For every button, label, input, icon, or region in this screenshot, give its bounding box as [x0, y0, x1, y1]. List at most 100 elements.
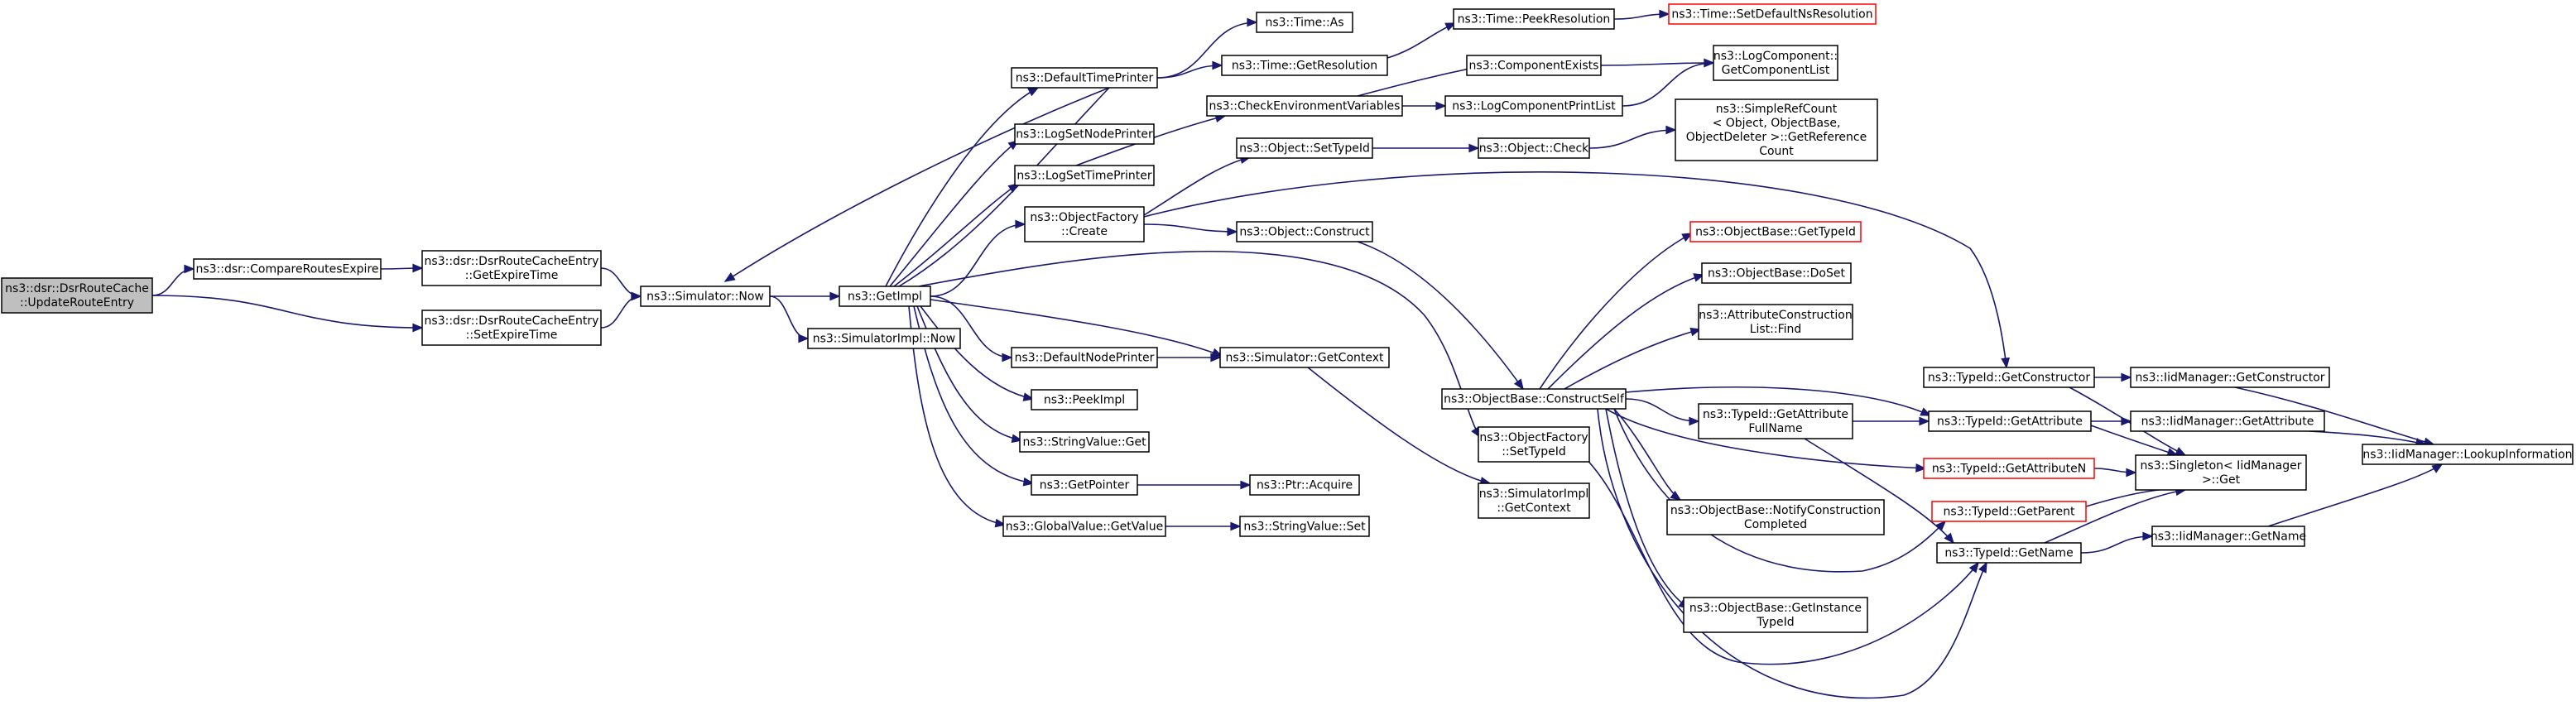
node-stringValueSet[interactable]: ns3::StringValue::Set	[1239, 516, 1370, 537]
node-objectFactoryCreate[interactable]: ns3::ObjectFactory::Create	[1024, 206, 1145, 242]
edge-line	[1605, 408, 1926, 469]
node-label: ns3::GetImpl	[848, 290, 922, 303]
node-label: ns3::SimulatorImpl	[1479, 487, 1589, 501]
edge-objectSetTypeId-to-objectCheck	[1372, 143, 1480, 153]
node-objectBaseGetTypeId[interactable]: ns3::ObjectBase::GetTypeId	[1689, 221, 1862, 242]
node-checkEnvVars[interactable]: ns3::CheckEnvironmentVariables	[1206, 95, 1403, 117]
edge-line	[885, 87, 1039, 287]
edge-arrowhead	[2121, 372, 2132, 382]
node-peekImpl[interactable]: ns3::PeekImpl	[1031, 389, 1138, 410]
node-setExpireTime[interactable]: ns3::dsr::DsrRouteCacheEntry::SetExpireT…	[421, 310, 602, 346]
node-singletonGet[interactable]: ns3::Singleton< IidManager>::Get	[2135, 454, 2307, 491]
edge-timePeekResolution-to-setDefaultNsResolution	[1613, 9, 1670, 20]
node-typeIdGetParent[interactable]: ns3::TypeId::GetParent	[1931, 501, 2087, 522]
node-simulatorImplGetContext[interactable]: ns3::SimulatorImpl::GetContext	[1478, 482, 1590, 519]
node-simpleRefCount[interactable]: ns3::SimpleRefCount< Object, ObjectBase,…	[1675, 98, 1878, 161]
node-getImpl[interactable]: ns3::GetImpl	[839, 286, 931, 307]
node-componentExists[interactable]: ns3::ComponentExists	[1466, 55, 1602, 76]
node-label: TypeId	[1756, 616, 1794, 629]
node-label: ns3::StringValue::Set	[1243, 520, 1366, 533]
node-timeAs[interactable]: ns3::Time::As	[1256, 12, 1353, 33]
call-graph-nodes: ns3::dsr::DsrRouteCache::UpdateRouteEntr…	[1, 3, 2574, 633]
node-simulatorGetContext[interactable]: ns3::Simulator::GetContext	[1219, 347, 1390, 368]
node-typeIdGetAttribute[interactable]: ns3::TypeId::GetAttribute	[1928, 410, 2092, 432]
edge-arrowhead	[1247, 17, 1258, 27]
edge-arrowhead	[1022, 477, 1035, 487]
node-typeIdGetAttributeN[interactable]: ns3::TypeId::GetAttributeN	[1923, 458, 2095, 479]
node-simulatorImplNow[interactable]: ns3::SimulatorImpl::Now	[807, 328, 961, 349]
node-constructSelf[interactable]: ns3::ObjectBase::ConstructSelf	[1441, 388, 1627, 410]
edge-line	[1143, 223, 1238, 233]
edge-arrowhead	[1230, 521, 1242, 531]
edge-arrowhead	[1693, 273, 1705, 282]
node-box	[1478, 137, 1590, 159]
node-box	[1698, 304, 1853, 340]
node-logComponentPrintList[interactable]: ns3::LogComponentPrintList	[1444, 95, 1623, 117]
node-typeIdGetName[interactable]: ns3::TypeId::GetName	[1936, 542, 2082, 564]
call-graph-edges	[151, 9, 2444, 699]
edge-constructSelf-to-objectBaseGetTypeId	[1539, 233, 1694, 390]
node-label: ns3::dsr::DsrRouteCache	[5, 282, 149, 295]
node-getPointer[interactable]: ns3::GetPointer	[1031, 474, 1138, 496]
node-objectCheck[interactable]: ns3::Object::Check	[1478, 137, 1590, 159]
node-box	[1666, 499, 1885, 535]
edge-line	[600, 295, 642, 329]
node-updateRouteEntry[interactable]: ns3::dsr::DsrRouteCache::UpdateRouteEntr…	[1, 277, 153, 314]
node-globalValueGetValue[interactable]: ns3::GlobalValue::GetValue	[1002, 516, 1166, 537]
node-box	[640, 286, 771, 307]
edge-arrowhead	[1212, 60, 1223, 70]
node-objectConstruct[interactable]: ns3::Object::Construct	[1236, 221, 1373, 242]
node-box	[2362, 444, 2574, 465]
node-compareRoutesExpire[interactable]: ns3::dsr::CompareRoutesExpire	[193, 258, 382, 280]
node-label: ns3::Time::As	[1265, 16, 1343, 29]
node-notifyConstructionCompleted[interactable]: ns3::ObjectBase::NotifyConstructionCompl…	[1666, 499, 1885, 535]
node-getExpireTime[interactable]: ns3::dsr::DsrRouteCacheEntry::GetExpireT…	[421, 250, 602, 286]
edge-line	[920, 305, 1034, 400]
node-getComponentList[interactable]: ns3::LogComponent::GetComponentList	[1713, 45, 1838, 81]
node-typeIdGetConstructor[interactable]: ns3::TypeId::GetConstructor	[1923, 367, 2095, 388]
node-iidGetConstructor[interactable]: ns3::IidManager::GetConstructor	[2130, 367, 2330, 388]
node-defaultTimePrinter[interactable]: ns3::DefaultTimePrinter	[1011, 67, 1158, 89]
node-stringValueGet[interactable]: ns3::StringValue::Get	[1019, 431, 1150, 453]
node-label: ns3::Time::GetResolution	[1232, 59, 1377, 72]
edge-line	[1156, 22, 1257, 79]
node-simulatorNow[interactable]: ns3::Simulator::Now	[640, 286, 771, 307]
node-box	[421, 250, 602, 286]
node-label: Count	[1759, 145, 1794, 158]
node-logSetTimePrinter[interactable]: ns3::LogSetTimePrinter	[1014, 165, 1155, 186]
edge-constructSelf-to-typeIdGetAttributeFullName	[1625, 398, 1700, 426]
edge-logComponentPrintList-to-getComponentList	[1622, 58, 1715, 107]
node-box	[1, 277, 153, 314]
node-box	[1024, 206, 1145, 242]
node-label: ns3::TypeId::GetName	[1944, 546, 2073, 559]
node-iidGetAttribute[interactable]: ns3::IidManager::GetAttribute	[2130, 410, 2325, 432]
node-setDefaultNsResolution[interactable]: ns3::Time::SetDefaultNsResolution	[1668, 3, 1877, 25]
node-ptrAcquire[interactable]: ns3::Ptr::Acquire	[1249, 474, 1360, 496]
node-logSetNodePrinter[interactable]: ns3::LogSetNodePrinter	[1014, 123, 1155, 145]
node-objectFactorySetTypeId[interactable]: ns3::ObjectFactory::SetTypeId	[1478, 426, 1590, 463]
edge-getImpl-to-simulatorNow	[723, 87, 1110, 287]
node-objectSetTypeId[interactable]: ns3::Object::SetTypeId	[1236, 137, 1373, 159]
edge-getImpl-to-peekImpl	[920, 305, 1035, 401]
node-iidLookupInformation[interactable]: ns3::IidManager::LookupInformation	[2362, 444, 2574, 465]
node-timePeekResolution[interactable]: ns3::Time::PeekResolution	[1453, 8, 1615, 30]
node-defaultNodePrinter[interactable]: ns3::DefaultNodePrinter	[1011, 347, 1158, 368]
edge-arrowhead	[994, 518, 1007, 528]
edge-line	[1075, 115, 1226, 166]
node-label: >::Get	[2202, 473, 2241, 487]
node-label: ns3::Time::PeekResolution	[1458, 12, 1611, 26]
edge-checkEnvVars-to-logComponentPrintList	[1401, 101, 1447, 111]
node-label: FullName	[1748, 422, 1802, 435]
node-iidGetName[interactable]: ns3::IidManager::GetName	[2151, 526, 2306, 547]
edge-line	[151, 268, 195, 296]
edge-line	[2309, 430, 2426, 445]
node-objectBaseDoSet[interactable]: ns3::ObjectBase::DoSet	[1701, 262, 1852, 284]
node-box	[1701, 262, 1852, 284]
node-box	[1031, 474, 1138, 496]
node-timeGetResolution[interactable]: ns3::Time::GetResolution	[1221, 55, 1388, 76]
node-box	[1923, 367, 2095, 388]
node-label: ns3::LogSetNodePrinter	[1016, 127, 1153, 141]
